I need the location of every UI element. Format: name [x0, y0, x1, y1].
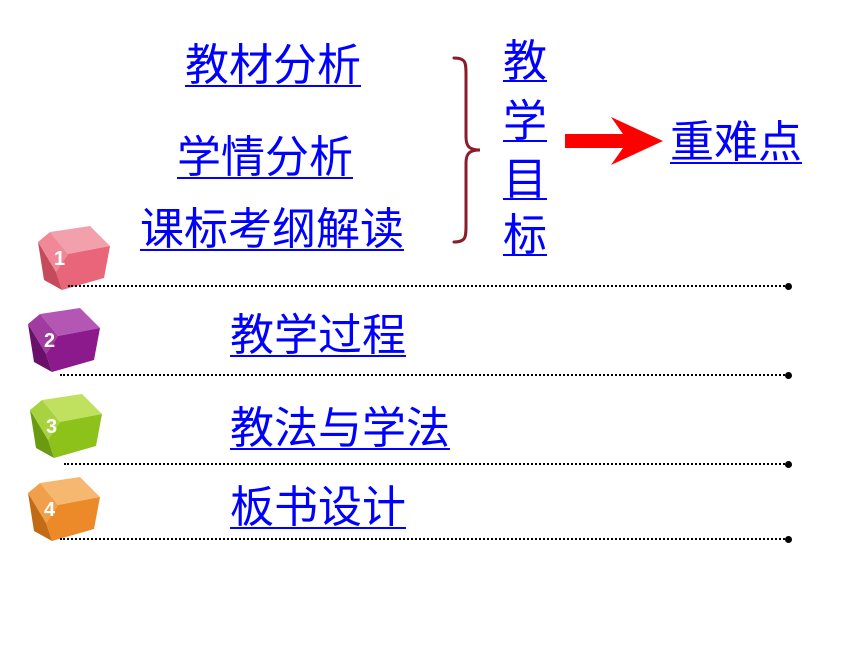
divider-3-end — [785, 461, 792, 468]
link-key-points[interactable]: 重难点 — [670, 117, 802, 168]
goal-char-2[interactable]: 学 — [503, 96, 547, 147]
section-4-cube-icon[interactable]: 4 — [28, 475, 100, 547]
section-2-cube-icon[interactable]: 2 — [28, 306, 100, 378]
divider-4-end — [785, 536, 792, 543]
link-textbook-analysis[interactable]: 教材分析 — [185, 40, 361, 91]
right-brace-icon — [452, 56, 481, 244]
section-2-number: 2 — [44, 330, 56, 352]
goal-char-1[interactable]: 教 — [503, 36, 547, 87]
link-board-design[interactable]: 板书设计 — [230, 482, 406, 533]
link-teaching-process[interactable]: 教学过程 — [230, 310, 406, 361]
divider-3 — [64, 463, 788, 465]
section-1-cube-icon[interactable]: 1 — [38, 224, 110, 296]
divider-1-end — [785, 283, 792, 290]
goal-char-3[interactable]: 目 — [503, 154, 547, 205]
divider-2 — [60, 374, 788, 376]
link-curriculum-reading[interactable]: 课标考纲解读 — [140, 204, 404, 255]
goal-char-4[interactable]: 标 — [503, 210, 547, 261]
divider-1 — [68, 285, 788, 287]
right-arrow-icon — [565, 117, 663, 165]
link-methods[interactable]: 教法与学法 — [230, 403, 450, 454]
divider-2-end — [785, 372, 792, 379]
section-4-number: 4 — [44, 499, 56, 521]
section-3-cube-icon[interactable]: 3 — [30, 392, 102, 464]
link-student-analysis[interactable]: 学情分析 — [177, 132, 353, 183]
section-3-number: 3 — [46, 416, 58, 438]
divider-4 — [60, 538, 788, 540]
section-1-number: 1 — [54, 248, 66, 270]
